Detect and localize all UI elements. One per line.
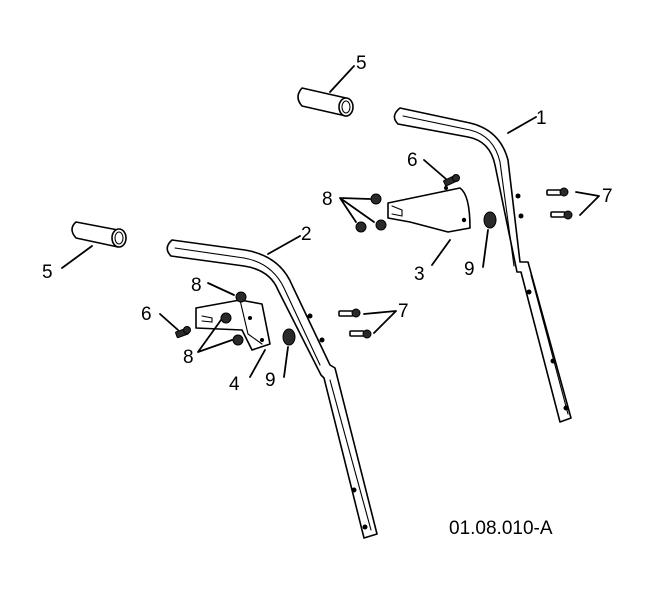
leader-3 — [431, 239, 451, 266]
callout-9-left: 9 — [265, 370, 276, 391]
leader-7-left — [363, 310, 397, 334]
bracket-right — [387, 186, 471, 233]
callout-8-right: 8 — [322, 189, 333, 210]
leader-2 — [267, 235, 301, 255]
leader-8-right — [339, 197, 375, 223]
leader-4 — [249, 349, 266, 378]
callout-8-left-bottom: 8 — [183, 347, 194, 368]
leader-5-top — [329, 65, 355, 93]
callout-7-right: 7 — [602, 186, 613, 207]
callout-6-right: 6 — [407, 150, 418, 171]
callout-2: 2 — [301, 224, 312, 245]
bolt-6-right — [443, 174, 460, 187]
callout-7-left: 7 — [398, 301, 409, 322]
nut-8-left-b — [220, 312, 232, 324]
leader-6-right — [423, 159, 447, 180]
handle-left — [166, 239, 378, 539]
leader-1 — [507, 116, 537, 134]
grip-left — [71, 221, 127, 248]
leader-8-left-bottom — [197, 319, 233, 353]
leader-8-left-top — [207, 282, 235, 296]
leader-9-right — [482, 229, 489, 268]
nut-8-left-a — [235, 291, 247, 303]
callout-8-left-top: 8 — [191, 275, 202, 296]
grip-right — [297, 87, 354, 117]
callout-9-right: 9 — [464, 259, 475, 280]
plug-9-left — [282, 328, 296, 346]
plug-9-right — [483, 211, 497, 229]
nut-8-right-c — [375, 219, 387, 231]
handle-right — [393, 107, 572, 423]
callout-4: 4 — [229, 374, 240, 395]
leader-9-left — [283, 346, 289, 378]
leader-5-bottom — [61, 245, 93, 269]
bracket-left — [195, 299, 271, 351]
leader-6-left — [159, 313, 179, 331]
callout-5-top: 5 — [356, 53, 367, 74]
callout-6-left: 6 — [141, 304, 152, 325]
nut-8-left-c — [232, 334, 244, 346]
bolt-6-left — [175, 326, 191, 339]
drawing-code: 01.08.010-A — [449, 518, 553, 539]
callout-3: 3 — [414, 264, 425, 285]
leader-7-right — [575, 191, 600, 216]
bolts-7-right — [546, 187, 573, 220]
callout-5-bottom: 5 — [42, 262, 53, 283]
bolts-7-left — [338, 308, 372, 339]
callout-1: 1 — [536, 108, 547, 129]
nut-8-right-b — [355, 221, 367, 233]
nut-8-right-a — [370, 193, 382, 205]
